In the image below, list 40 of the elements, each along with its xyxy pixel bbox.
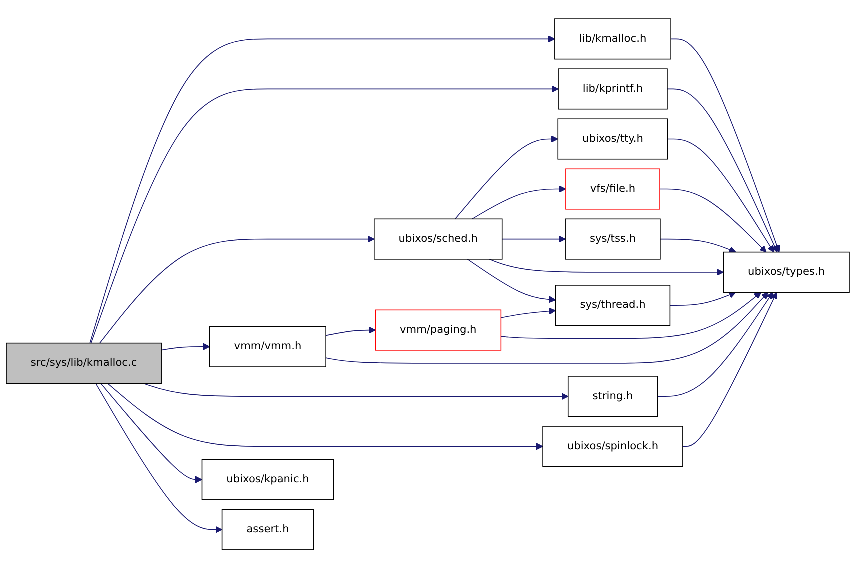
- node-box: ubixos/kpanic.h: [202, 459, 334, 500]
- arrow: [454, 136, 558, 220]
- arrow: [657, 292, 774, 398]
- arrow: [95, 383, 223, 534]
- arrow: [682, 292, 778, 448]
- arrow: [90, 36, 556, 344]
- node-box: vfs/file.h: [566, 168, 660, 210]
- node-box: sys/tss.h: [565, 218, 661, 260]
- arrow: [500, 292, 762, 340]
- node-box: vmm/paging.h: [375, 310, 502, 351]
- arrow: [489, 259, 724, 276]
- arrow: [670, 38, 781, 253]
- node-box: lib/kprintf.h: [558, 68, 668, 110]
- node-box: src/sys/lib/kmalloc.c: [6, 342, 162, 384]
- arrow: [667, 88, 778, 253]
- node-box: assert.h: [222, 509, 314, 550]
- arrow: [472, 186, 566, 220]
- node-box: sys/thread.h: [555, 285, 671, 326]
- node-box: lib/kmalloc.h: [554, 18, 672, 60]
- node-box: vmm/vmm.h: [210, 326, 326, 368]
- arrow: [667, 138, 774, 253]
- arrow: [502, 236, 566, 243]
- node-box: ubixos/spinlock.h: [542, 426, 684, 468]
- arrow: [161, 343, 210, 351]
- arrow: [670, 292, 736, 306]
- arrow: [107, 383, 544, 450]
- arrow: [500, 308, 556, 318]
- arrow: [143, 383, 569, 400]
- arrow: [100, 236, 375, 344]
- node-box: ubixos/sched.h: [374, 218, 503, 260]
- node-box: ubixos/tty.h: [558, 118, 668, 160]
- arrow: [467, 259, 556, 304]
- node-box: string.h: [568, 376, 658, 418]
- arrow: [660, 188, 767, 253]
- arrow: [90, 86, 559, 344]
- arrow: [100, 383, 203, 484]
- arrow: [326, 326, 376, 336]
- arrow: [326, 292, 768, 364]
- node-box: ubixos/types.h: [723, 252, 850, 293]
- arrow: [660, 238, 736, 254]
